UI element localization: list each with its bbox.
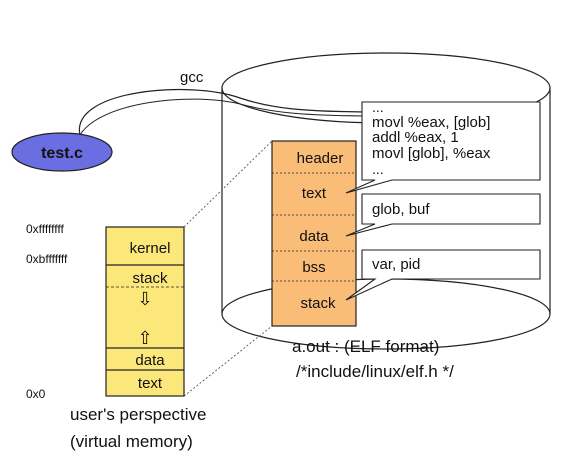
elf-data-label: data (299, 228, 329, 245)
gcc-label: gcc (180, 69, 204, 86)
projection-line-bottom (183, 325, 273, 397)
data-symbols-label: glob, buf (372, 201, 430, 218)
elf-sections-column (271, 140, 357, 327)
virtual-memory-column (105, 226, 185, 397)
vm-stack-label: stack (132, 270, 168, 287)
source-file-ellipse (11, 132, 113, 172)
code-line-1: movl %eax, [glob] (372, 114, 490, 131)
gcc-arrow (79, 88, 381, 136)
elf-text-label: text (302, 185, 327, 202)
elf-stack-label: stack (300, 295, 336, 312)
address-bottom: 0x0 (26, 387, 46, 401)
projection-line-top (183, 140, 273, 228)
elf-bss-label: bss (302, 259, 325, 276)
down-arrow-icon: ⇩ (137, 289, 152, 309)
bss-symbols-label: var, pid (372, 256, 420, 273)
source-file-label: test.c (41, 145, 83, 162)
code-line-2: addl %eax, 1 (372, 129, 459, 146)
code-line-0: ... (372, 99, 384, 115)
vm-data-label: data (135, 352, 165, 369)
elf-caption-line1: a.out : (ELF format) (292, 337, 439, 356)
vm-caption-line1: user's perspective (70, 405, 206, 424)
up-arrow-icon: ⇧ (137, 328, 152, 348)
vm-text-label: text (138, 375, 163, 392)
bss-callout (345, 249, 541, 301)
vm-kernel-label: kernel (130, 240, 171, 257)
elf-header-label: header (297, 150, 344, 167)
address-kernel: 0xbfffffff (26, 252, 68, 266)
vm-caption-line2: (virtual memory) (70, 432, 193, 451)
code-line-3: movl [glob], %eax (372, 145, 491, 162)
code-callout (345, 101, 541, 194)
elf-caption-line2: /*include/linux/elf.h */ (296, 362, 454, 381)
code-line-4: ... (372, 161, 384, 177)
data-callout (345, 193, 541, 237)
address-top: 0xffffffff (26, 222, 64, 236)
gcc-arrow-inner (79, 98, 381, 136)
